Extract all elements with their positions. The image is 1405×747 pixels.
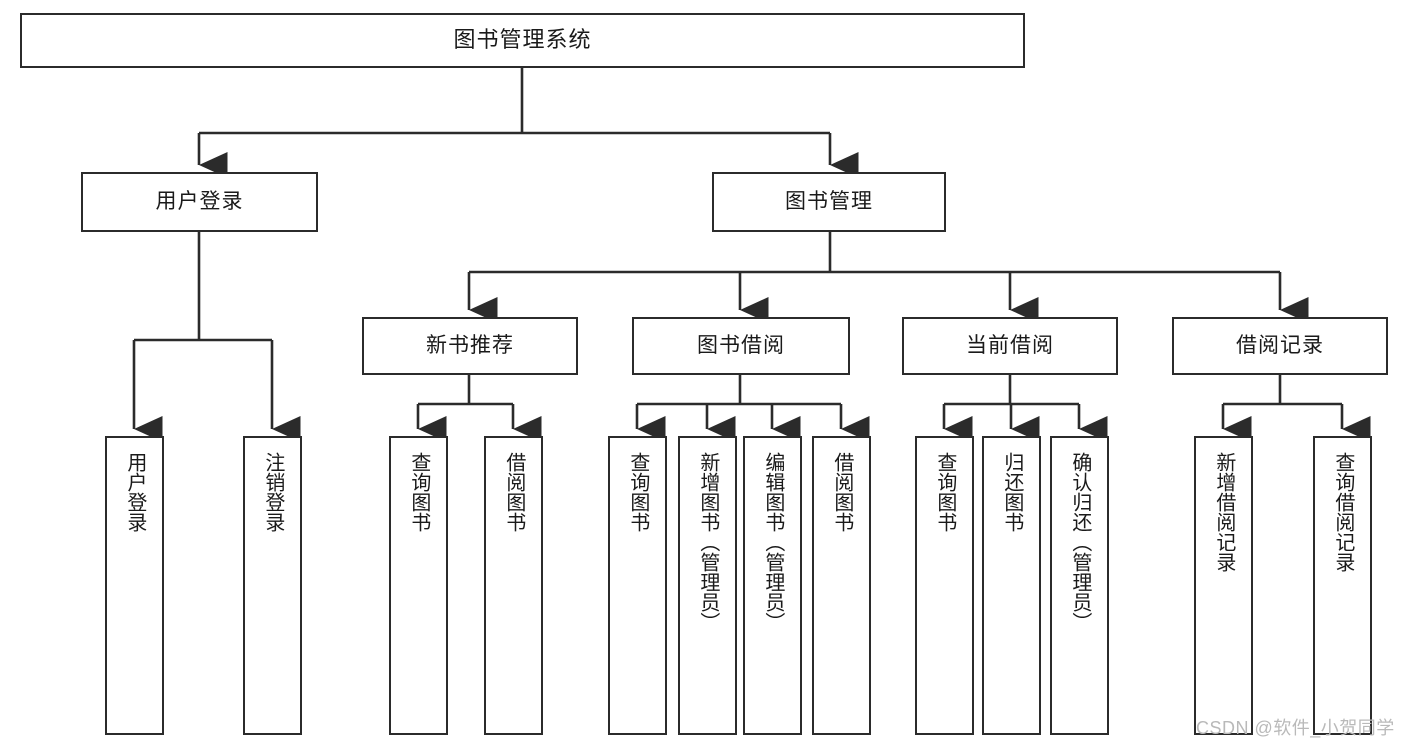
csdn-watermark: CSDN @软件_小贺同学	[1196, 718, 1395, 738]
node-current-borrowing[interactable]: 当前借阅	[902, 317, 1118, 375]
node-label: 图书借阅	[697, 334, 785, 358]
leaf-query-book-recommendation[interactable]: 查询图书	[389, 436, 448, 735]
node-user-login[interactable]: 用户登录	[81, 172, 318, 232]
leaf-query-borrow-record[interactable]: 查询借阅记录	[1313, 436, 1372, 735]
node-label: 确认归还（管理员）	[1068, 452, 1091, 632]
node-borrowing-record[interactable]: 借阅记录	[1172, 317, 1388, 375]
leaf-logout[interactable]: 注销登录	[243, 436, 302, 735]
node-label: 查询图书	[933, 452, 956, 532]
leaf-user-login[interactable]: 用户登录	[105, 436, 164, 735]
node-label: 编辑图书（管理员）	[761, 452, 784, 632]
node-label: 查询图书	[407, 452, 430, 532]
node-label: 查询借阅记录	[1331, 452, 1354, 572]
node-book-management[interactable]: 图书管理	[712, 172, 946, 232]
leaf-borrow-book-recommendation[interactable]: 借阅图书	[484, 436, 543, 735]
node-label: 注销登录	[261, 452, 284, 532]
node-label: 新书推荐	[426, 334, 514, 358]
leaf-query-book-current[interactable]: 查询图书	[915, 436, 974, 735]
node-label: 新增图书（管理员）	[696, 452, 719, 632]
node-book-borrowing[interactable]: 图书借阅	[632, 317, 850, 375]
leaf-query-book-borrowing[interactable]: 查询图书	[608, 436, 667, 735]
node-label: 用户登录	[123, 452, 146, 532]
node-label: 新增借阅记录	[1212, 452, 1235, 572]
node-label: 借阅图书	[502, 452, 525, 532]
node-label: 查询图书	[626, 452, 649, 532]
node-root-system[interactable]: 图书管理系统	[20, 13, 1025, 68]
node-label: 借阅图书	[830, 452, 853, 532]
node-label: 用户登录	[155, 190, 244, 214]
leaf-add-book-admin[interactable]: 新增图书（管理员）	[678, 436, 737, 735]
leaf-borrow-book-borrowing[interactable]: 借阅图书	[812, 436, 871, 735]
leaf-return-book[interactable]: 归还图书	[982, 436, 1041, 735]
node-label: 借阅记录	[1236, 334, 1324, 358]
node-label: 归还图书	[1000, 452, 1023, 532]
node-label: 图书管理系统	[453, 27, 592, 53]
node-label: 当前借阅	[966, 334, 1054, 358]
node-label: 图书管理	[785, 190, 873, 214]
leaf-edit-book-admin[interactable]: 编辑图书（管理员）	[743, 436, 802, 735]
leaf-add-borrow-record[interactable]: 新增借阅记录	[1194, 436, 1253, 735]
leaf-confirm-return-admin[interactable]: 确认归还（管理员）	[1050, 436, 1109, 735]
node-new-book-recommendation[interactable]: 新书推荐	[362, 317, 578, 375]
